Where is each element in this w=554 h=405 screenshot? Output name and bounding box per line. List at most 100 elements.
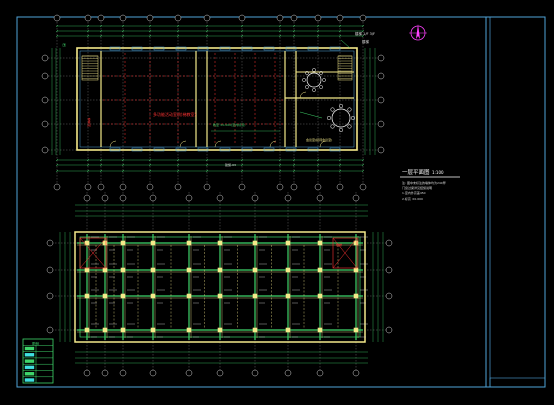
bottom-note-label: 建施-03: [225, 162, 236, 167]
axis-bubble-top: [149, 194, 157, 202]
stair-opening: [332, 237, 358, 269]
axis-bubble-right: [385, 239, 393, 247]
axis-bubble-bottom: [316, 369, 324, 377]
lower-structural-plan[interactable]: [46, 192, 393, 377]
axis-bubble-right: [385, 326, 393, 334]
center-room-label: 多功能活动室(阶梯教室): [153, 111, 197, 117]
dimension-tick: [240, 24, 244, 28]
window-top: [307, 46, 319, 51]
window-top: [175, 46, 187, 51]
window-top: [153, 46, 165, 51]
dimension-tick: [99, 24, 103, 28]
stair-left: [81, 55, 99, 81]
axis-bubble-bottom: [314, 183, 322, 191]
left-strip-label: 楼梯间: [87, 117, 91, 128]
chair: [322, 78, 326, 82]
legend-swatch: [24, 372, 35, 376]
column: [252, 267, 258, 273]
dimension-tick: [338, 24, 342, 28]
dimension-tick: [361, 158, 365, 162]
dimension-tick: [121, 24, 125, 28]
axis-bubble-bottom: [216, 369, 224, 377]
column: [285, 293, 291, 299]
column: [150, 327, 156, 333]
stair-opening: [79, 237, 107, 269]
stair-cross: [79, 237, 107, 269]
column: [186, 327, 192, 333]
column: [84, 240, 90, 246]
dimension-tick: [148, 169, 152, 173]
axis-bubble-left: [41, 96, 49, 104]
legend-swatch: [24, 346, 35, 351]
dimension-tick: [316, 158, 320, 162]
lower-stair-mark: 楼梯: [336, 242, 342, 247]
column: [150, 267, 156, 273]
column: [217, 267, 223, 273]
dimension-tick: [240, 158, 244, 162]
axis-bubble-bottom: [251, 369, 259, 377]
chair: [305, 71, 309, 75]
dimension-tick: [121, 169, 125, 173]
column: [252, 293, 258, 299]
window-bottom: [219, 147, 231, 152]
dimension-tick: [86, 169, 90, 173]
window-bottom: [131, 147, 143, 152]
chair: [312, 68, 316, 72]
column: [217, 327, 223, 333]
window-top: [131, 46, 143, 51]
leader-line: [299, 111, 323, 119]
dimension-tick: [148, 163, 152, 167]
axis-bubble-top: [203, 14, 211, 22]
dimension-tick: [148, 29, 152, 33]
dimension-tick: [338, 163, 342, 167]
dimension-tick: [148, 34, 152, 38]
axis-bubble-top: [336, 14, 344, 22]
column: [353, 293, 359, 299]
axis-bubble-right: [377, 72, 385, 80]
axis-bubble-top: [53, 14, 61, 22]
column: [252, 240, 258, 246]
leader-line: [340, 39, 351, 49]
axis-bubble-right: [377, 120, 385, 128]
window-bottom: [285, 147, 297, 152]
dimension-tick: [176, 158, 180, 162]
axis-bubble-right: [377, 54, 385, 62]
dimension-tick: [99, 29, 103, 33]
dimension-tick: [278, 34, 282, 38]
room-note-label: 教室 ±0.000(室内标高): [213, 122, 245, 127]
top-right-note-2: 楼梯: [362, 39, 370, 44]
axis-bubble-bottom: [352, 369, 360, 377]
lower-outer-beam: [74, 231, 366, 343]
window-top: [241, 46, 253, 51]
dimension-tick: [278, 163, 282, 167]
window-bottom: [329, 147, 341, 152]
dimension-tick: [121, 29, 125, 33]
axis-bubble-top: [101, 194, 109, 202]
axis-bubble-bottom: [185, 369, 193, 377]
axis-bubble-top: [251, 194, 259, 202]
column: [317, 293, 323, 299]
window-top: [219, 46, 231, 51]
sheet-outer-border: [16, 16, 546, 388]
chair: [319, 71, 323, 75]
north-arrow-icon: [409, 24, 427, 41]
dimension-tick: [121, 34, 125, 38]
dimension-tick: [316, 24, 320, 28]
dimension-tick: [338, 158, 342, 162]
dimension-tick: [240, 29, 244, 33]
title-block: 一层平面图 1:100 注: 图中未标注的墙体均为240厚 门窗过梁详见结施说明…: [400, 168, 460, 201]
axis-bubble-top: [97, 14, 105, 22]
window-bottom: [109, 147, 121, 152]
upper-floor-plan[interactable]: [41, 14, 385, 191]
axis-bubble-top: [216, 194, 224, 202]
dimension-tick: [55, 24, 59, 28]
dimension-tick: [148, 158, 152, 162]
stair-right: [337, 55, 353, 81]
axis-bubble-top: [276, 14, 284, 22]
dimension-tick: [55, 158, 59, 162]
column: [317, 267, 323, 273]
round-table-2: [331, 108, 351, 128]
dimension-tick: [240, 34, 244, 38]
dimension-tick: [292, 169, 296, 173]
